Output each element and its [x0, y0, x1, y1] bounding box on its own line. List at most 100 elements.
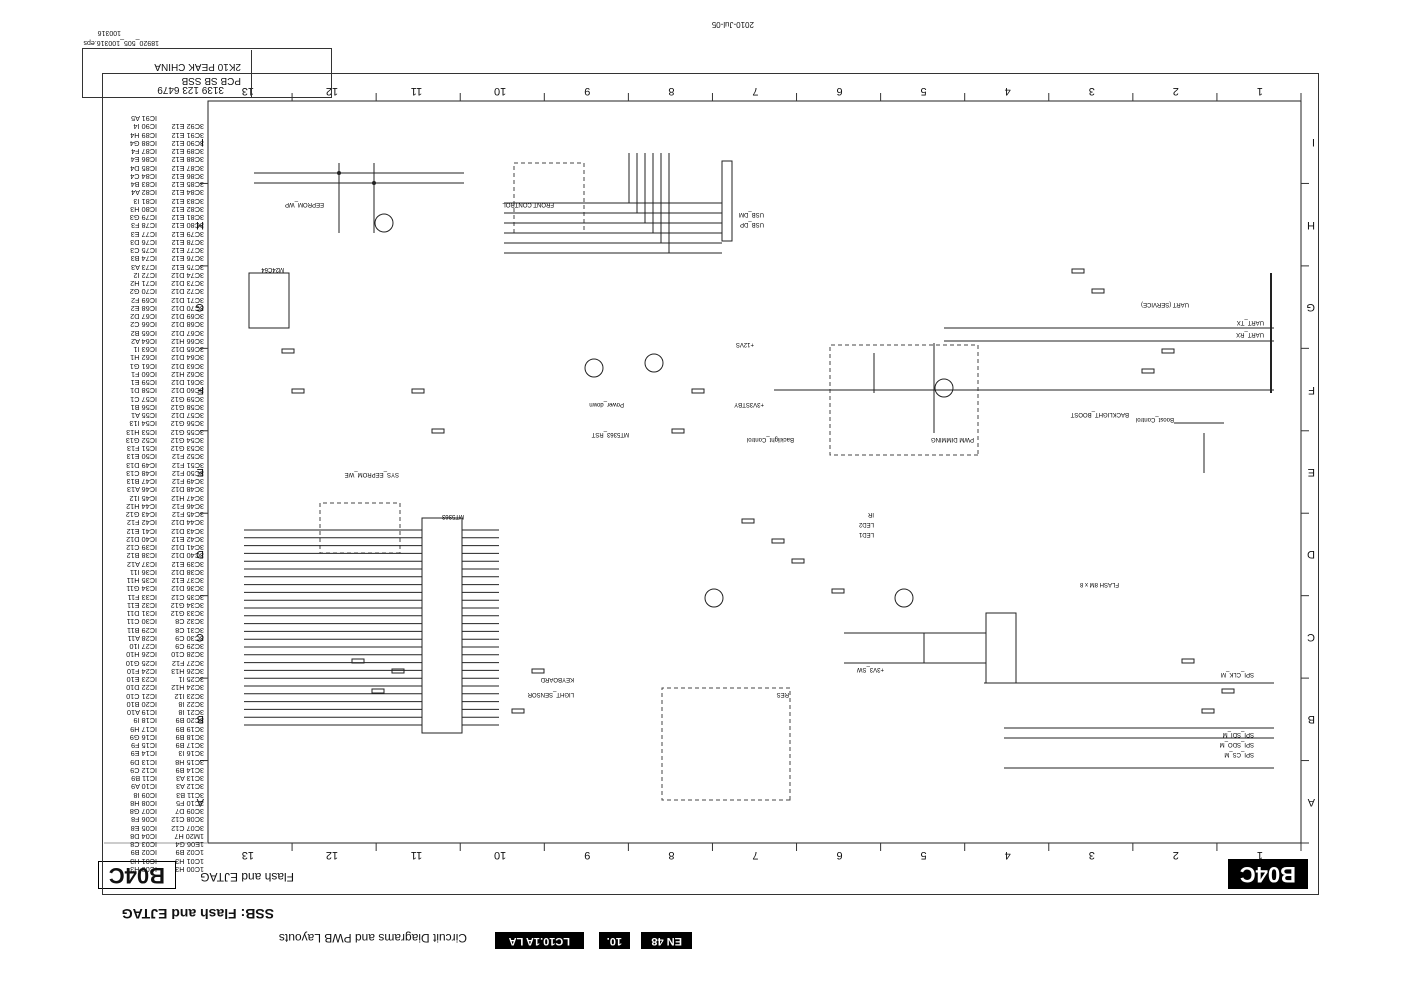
index-entry: 3C92 E12 — [171, 122, 204, 132]
index-entry: 3C64 D12 — [171, 353, 204, 363]
ruler-row-left: B — [1307, 713, 1315, 726]
file-name: 18920_505_100316.eps — [83, 39, 159, 46]
ruler-row-left: I — [1311, 136, 1315, 149]
ruler-row-left: F — [1308, 383, 1315, 396]
index-entry: 3C83 E12 — [171, 196, 204, 206]
index-entry: 3C28 C10 — [171, 650, 204, 660]
index-entry: 3C79 E12 — [171, 229, 204, 239]
resistor-symbol — [741, 518, 755, 524]
svg-text:SPI_CS_M: SPI_CS_M — [1224, 751, 1254, 757]
resistor-symbol — [531, 668, 545, 674]
index-entry: IC72 I2 — [133, 271, 157, 280]
svg-text:SYS_EEPROM_WE: SYS_EEPROM_WE — [345, 471, 399, 477]
index-entry: IC29 B11 — [127, 625, 157, 635]
ruler-column-top: 7 — [752, 849, 759, 861]
index-entry: 3C07 C12 — [171, 823, 204, 833]
resistor-symbol — [671, 428, 685, 434]
index-entry: 3C18 B9 — [175, 733, 204, 742]
index-entry: 3C80 E12 — [171, 221, 204, 231]
svg-text:UART (SERVICE): UART (SERVICE) — [1141, 301, 1189, 307]
index-entry: IC83 B4 — [130, 180, 157, 190]
svg-text:MT5363_RST: MT5363_RST — [591, 431, 629, 437]
ruler-column-bottom: 2 — [1172, 85, 1179, 97]
index-entry: IC11 B9 — [131, 774, 157, 784]
ruler-row-left: A — [1307, 795, 1315, 808]
index-entry: 3C66 H12 — [171, 337, 204, 346]
index-entry: 3C59 G12 — [170, 394, 204, 404]
index-entry: IC23 E10 — [126, 675, 157, 685]
resistor-symbol — [791, 558, 805, 564]
index-entry: 1E06 G4 — [175, 840, 204, 850]
index-entry: IC04 D8 — [130, 832, 157, 841]
index-entry: 3C17 B9 — [175, 741, 204, 751]
index-entry: IC60 F1 — [131, 370, 157, 379]
svg-text:BACKLIGHT_BOOST: BACKLIGHT_BOOST — [1070, 411, 1129, 417]
index-entry: IC41 E12 — [126, 526, 157, 536]
index-entry: 1C01 H3 — [175, 856, 204, 866]
index-entry: 3C89 E12 — [171, 147, 204, 157]
ruler-column-top: 9 — [584, 849, 591, 861]
index-entry: 3C44 D12 — [171, 518, 204, 528]
index-entry: 3C48 D12 — [171, 485, 204, 495]
ruler-column-bottom: 4 — [1004, 85, 1011, 97]
index-entry: IC20 B10 — [126, 700, 157, 709]
resistor-symbol — [351, 658, 365, 664]
index-entry: IC35 H11 — [126, 576, 157, 586]
index-entry: 3C58 G12 — [170, 403, 204, 412]
index-entry: 3C14 B9 — [175, 766, 204, 775]
index-entry: IC70 G2 — [129, 287, 157, 297]
index-entry: IC02 B9 — [130, 848, 157, 858]
svg-text:FRONT CONTROL: FRONT CONTROL — [502, 201, 554, 207]
ruler-row-left: H — [1307, 218, 1315, 231]
index-entry: 3C32 C8 — [175, 617, 204, 627]
ruler-column-top: 13 — [241, 849, 255, 861]
index-entry: IC55 A1 — [131, 411, 157, 421]
index-entry: 3C35 C12 — [171, 592, 204, 602]
index-entry: IC86 E4 — [130, 155, 157, 165]
index-entry: 3C55 G12 — [170, 427, 204, 437]
svg-text:SPI_CLK_M: SPI_CLK_M — [1221, 671, 1254, 677]
index-entry: 3C12 A3 — [176, 782, 204, 792]
index-entry: 3C30 C9 — [175, 634, 204, 643]
index-entry: IC61 G1 — [129, 361, 157, 371]
index-entry: IC65 B2 — [130, 328, 157, 338]
ruler-column-bottom: 7 — [752, 85, 759, 97]
index-entry: 3C15 H8 — [175, 757, 204, 767]
index-entry: 3C72 D12 — [171, 287, 204, 297]
svg-text:MT5363: MT5363 — [441, 513, 464, 519]
svg-text:FLASH 8M x 8: FLASH 8M x 8 — [1079, 581, 1119, 587]
index-entry: IC73 A3 — [131, 262, 157, 272]
index-entry: IC52 G13 — [125, 436, 157, 445]
title-block-divider-1 — [251, 50, 252, 98]
resistor-symbol — [1071, 268, 1085, 274]
index-entry: IC33 F11 — [127, 592, 157, 602]
resistor-symbol — [831, 588, 845, 594]
svg-text:USB_DM: USB_DM — [739, 211, 764, 217]
index-entry: 3C21 I8 — [178, 708, 204, 718]
index-entry: IC17 H9 — [130, 724, 157, 734]
ruler-row-left: D — [1307, 548, 1315, 561]
svg-text:EEPROM_WP: EEPROM_WP — [285, 201, 324, 207]
ruler-column-top: 6 — [836, 849, 843, 861]
svg-text:IR: IR — [867, 511, 874, 517]
svg-text:UART_TX: UART_TX — [1237, 319, 1264, 325]
index-entry: IC08 H8 — [130, 799, 157, 808]
ruler-column-top: 5 — [920, 849, 927, 861]
index-entry: 3C10 F5 — [176, 799, 204, 808]
index-entry: 3C60 D12 — [171, 386, 204, 396]
index-entry: 3C75 E12 — [171, 262, 204, 272]
index-entry: IC24 F10 — [126, 667, 157, 676]
index-entry: 3C37 E12 — [171, 576, 204, 586]
ruler-column-top: 2 — [1172, 849, 1179, 861]
ruler-column-top: 3 — [1088, 849, 1095, 861]
index-entry: 3C09 D7 — [175, 807, 204, 817]
index-entry: 3C49 F12 — [171, 477, 204, 487]
svg-text:SPI_SDO_M: SPI_SDO_M — [1220, 741, 1254, 747]
resistor-symbol — [281, 348, 295, 354]
index-entry: 3C82 E12 — [171, 205, 204, 214]
index-entry: IC71 H2 — [130, 279, 157, 289]
index-entry: IC91 A5 — [131, 114, 157, 124]
resistor-symbol — [1221, 688, 1235, 694]
index-entry: 3C23 I12 — [174, 691, 204, 701]
